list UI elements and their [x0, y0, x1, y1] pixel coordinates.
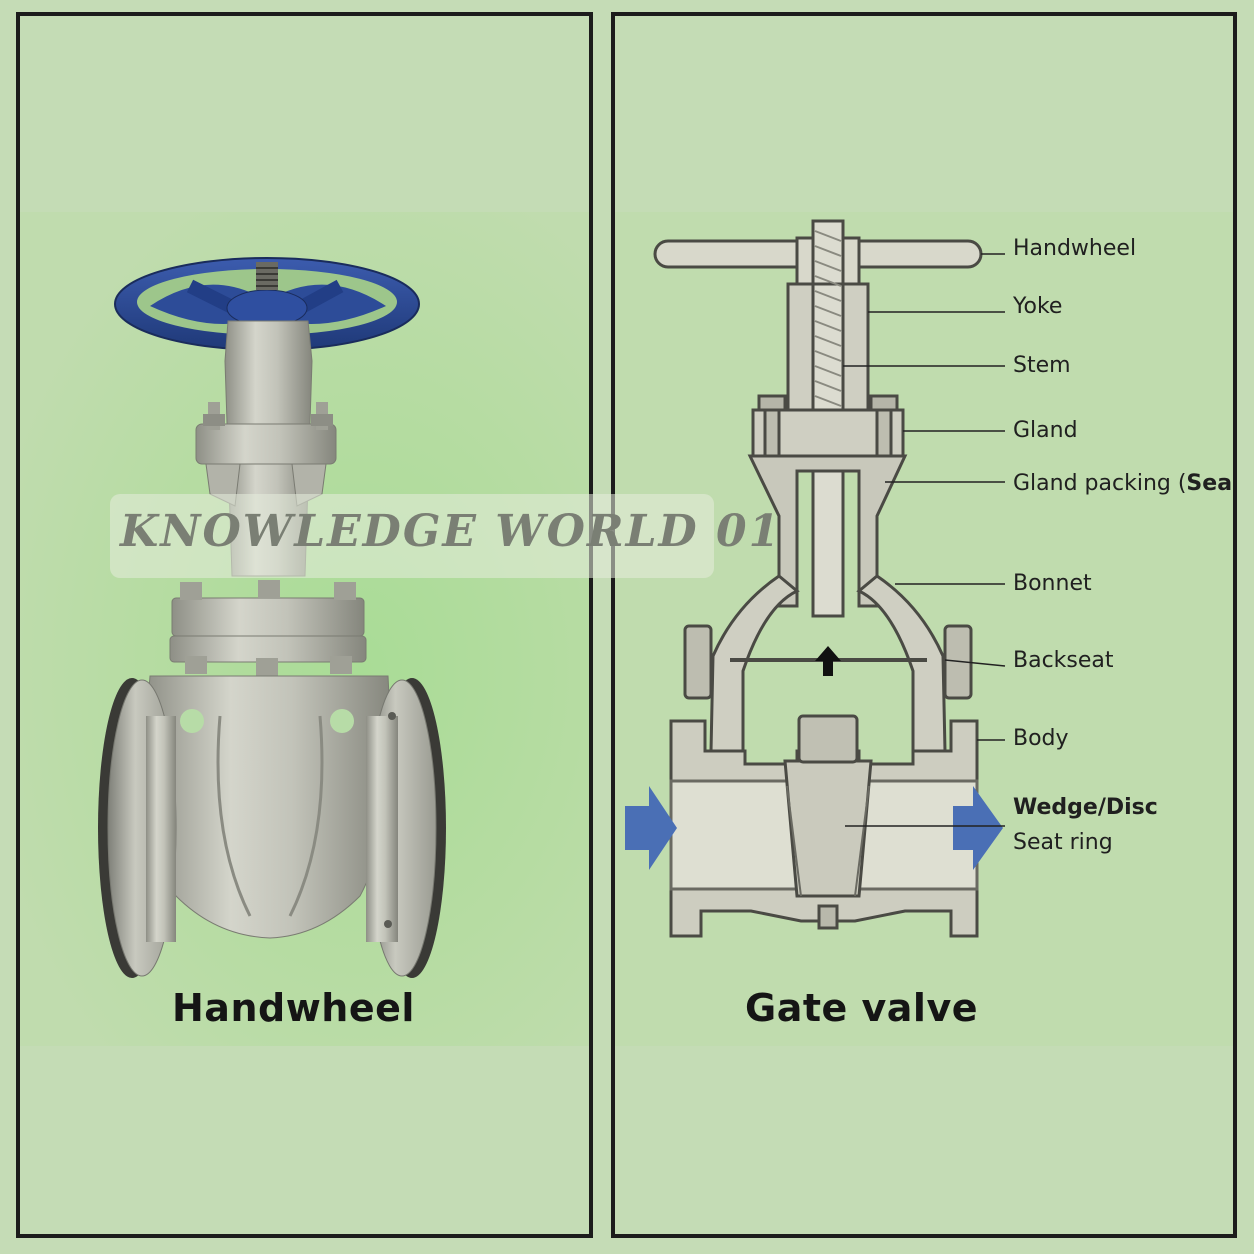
label-body: Body	[1013, 726, 1069, 751]
label-stem: Stem	[1013, 353, 1071, 378]
bonnet-flange-icon	[169, 580, 367, 676]
inlet-flange-icon	[98, 678, 177, 978]
label-wedge-disc: Wedge/Disc	[1013, 795, 1158, 820]
right-caption: Gate valve	[745, 986, 978, 1030]
gland-packing-text: Gland packing (	[1013, 471, 1187, 496]
valve-diagram-panel: Handwheel Yoke Stem Gland Gland packing …	[611, 12, 1237, 1238]
inlet-flow-arrow-icon	[625, 786, 677, 870]
label-gland: Gland	[1013, 418, 1078, 443]
outlet-flange-icon	[366, 678, 446, 978]
label-seat-ring: Seat ring	[1013, 830, 1113, 855]
watermark-text: KNOWLEDGE WORLD 01	[120, 506, 782, 557]
leader-lines	[843, 253, 1006, 827]
gate-valve-cross-section	[625, 219, 1006, 938]
label-yoke: Yoke	[1013, 294, 1063, 319]
gland-packing-seal: Seal	[1186, 471, 1237, 496]
watermark-banner: KNOWLEDGE WORLD 01	[110, 494, 779, 578]
label-bonnet: Bonnet	[1013, 571, 1092, 596]
label-backseat: Backseat	[1013, 648, 1114, 673]
valve-photo-panel: Handwheel	[16, 12, 593, 1238]
handwheel-icon	[114, 257, 420, 351]
valve-body-icon	[143, 675, 393, 939]
label-gland-packing: Gland packing (Seal)	[1013, 471, 1237, 496]
left-caption: Handwheel	[172, 986, 415, 1030]
outlet-flow-arrow-icon	[953, 786, 1003, 870]
gate-valve-illustration	[98, 257, 446, 978]
stem-thread-icon	[814, 230, 842, 407]
label-handwheel: Handwheel	[1013, 236, 1137, 261]
up-arrow-icon	[815, 646, 841, 676]
